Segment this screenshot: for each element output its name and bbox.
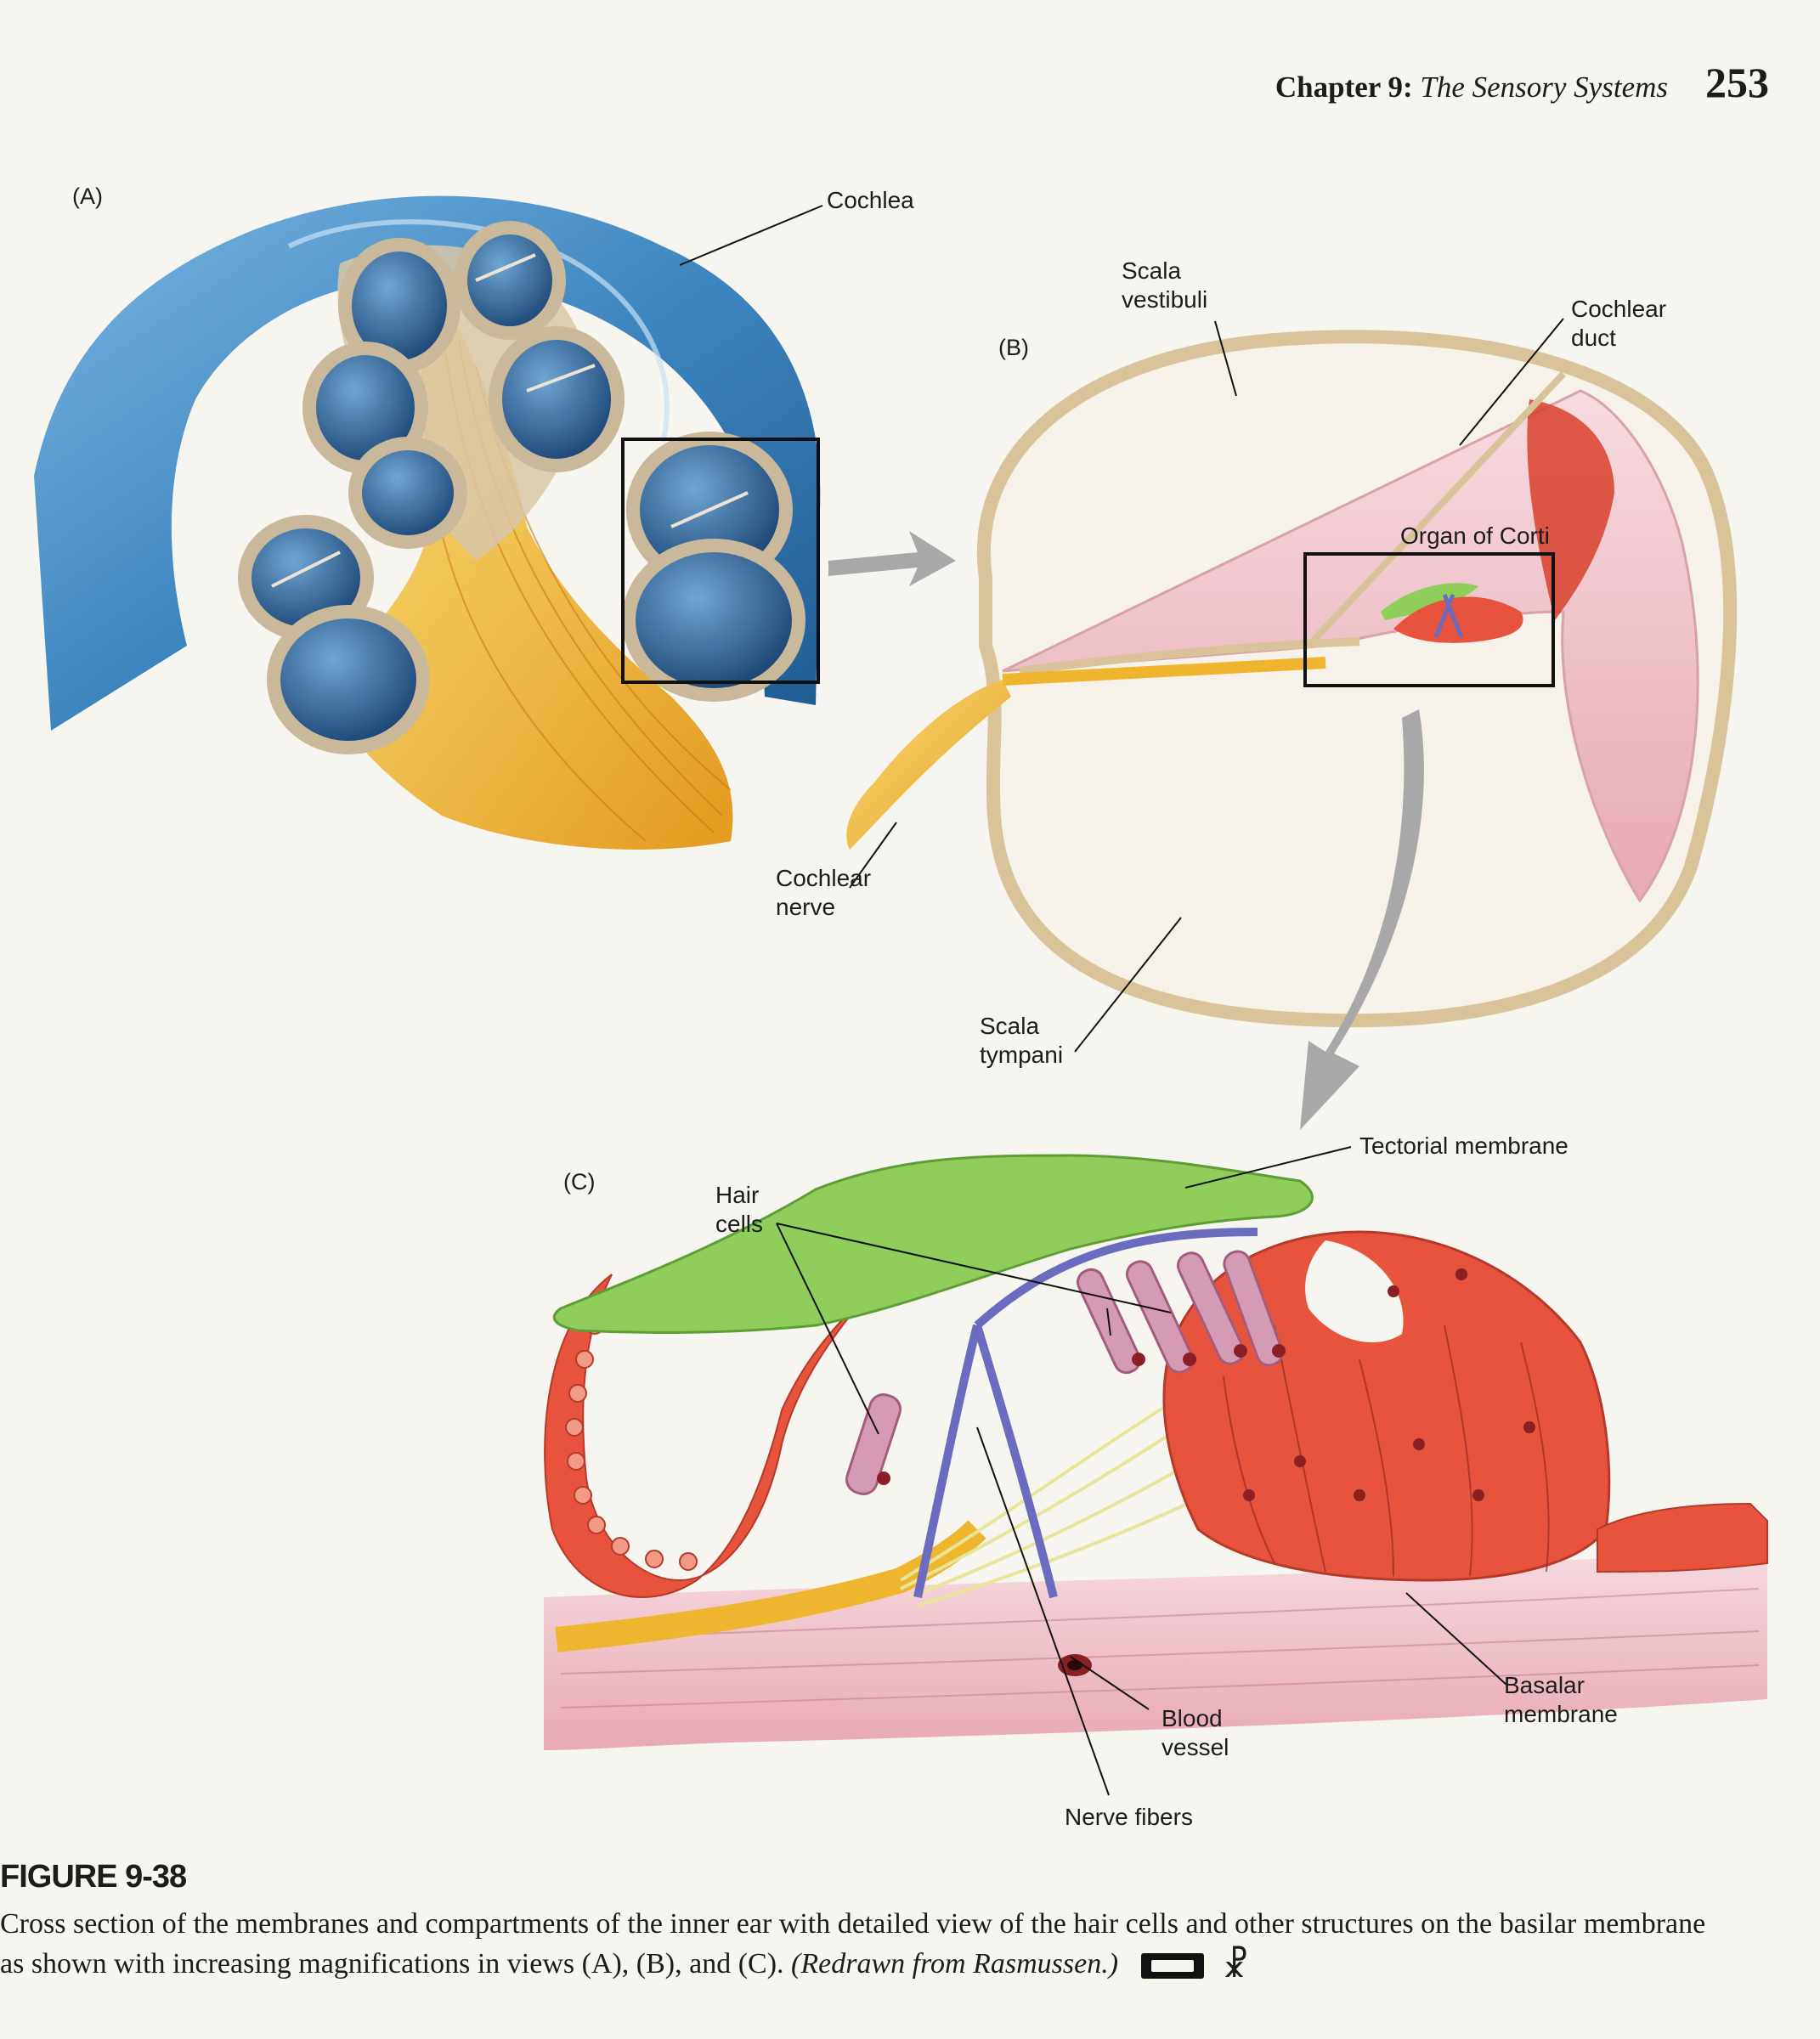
pillar-cells	[913, 1228, 1258, 1599]
claudius-cells	[1597, 1502, 1768, 1573]
page-number: 253	[1705, 59, 1769, 106]
panel-label-c: (C)	[563, 1169, 595, 1195]
panel-b-cross-section: (B) Scala vestibuli Cochlear duct Organ …	[776, 257, 1738, 1130]
label-cochlear-duct-2: duct	[1571, 325, 1616, 351]
panel-label-b: (B)	[998, 335, 1029, 360]
label-nerve-fibers: Nerve fibers	[1065, 1804, 1193, 1830]
video-tape-icon	[1140, 1953, 1204, 1980]
stria-vascularis	[1527, 399, 1614, 620]
label-hair-cells-1: Hair	[715, 1182, 759, 1208]
caption-icons: ☧	[1140, 1946, 1249, 1986]
inner-ear-figure: (A) Cochlea (B) Scala vestibuli Cochlear…	[34, 184, 1768, 1830]
cochlea-shell	[34, 195, 821, 731]
label-blood-vessel-2: vessel	[1162, 1734, 1229, 1760]
panel-label-a: (A)	[72, 184, 103, 209]
zoom-box-b	[1303, 552, 1555, 687]
reissners-membrane	[1306, 371, 1566, 648]
running-header: Chapter 9: The Sensory Systems 253	[1275, 58, 1769, 107]
caption-text: Cross section of the membranes and compa…	[0, 1904, 1733, 1984]
caption-body: Cross section of the membranes and compa…	[0, 1908, 1706, 1980]
running-head: Chapter 9: The Sensory Systems	[1275, 71, 1668, 104]
label-scala-vestibuli-2: vestibuli	[1122, 286, 1207, 313]
label-cochlea: Cochlea	[827, 187, 914, 213]
nerve-bundle-c	[555, 1520, 986, 1652]
organ-of-corti-small	[1381, 583, 1523, 643]
label-tectorial-membrane: Tectorial membrane	[1359, 1132, 1568, 1159]
zoom-arrow-b-to-c	[1300, 709, 1424, 1130]
caption-credit: (Redrawn from Rasmussen.)	[791, 1948, 1119, 1980]
label-basalar-membrane-1: Basalar	[1504, 1672, 1585, 1698]
running-figure-icon: ☧	[1222, 1946, 1249, 1986]
tunnel-space	[1305, 1240, 1404, 1342]
tectorial-membrane-shape	[552, 1154, 1314, 1334]
label-scala-vestibuli-1: Scala	[1122, 257, 1181, 284]
label-blood-vessel-1: Blood	[1162, 1705, 1223, 1731]
label-scala-tympani-2: tympani	[980, 1042, 1063, 1068]
zoom-box-a	[621, 438, 820, 684]
label-cochlear-nerve-1: Cochlear	[776, 865, 871, 891]
label-scala-tympani-1: Scala	[980, 1013, 1039, 1039]
supporting-cells-hensen	[1162, 1230, 1611, 1582]
panel-a-cochlea: (A) Cochlea	[34, 184, 956, 850]
label-organ-of-corti: Organ of Corti	[1400, 522, 1550, 549]
label-basalar-membrane-2: membrane	[1504, 1701, 1618, 1727]
figure-label: FIGURE 9-38	[0, 1859, 187, 1895]
cochlear-chambers	[238, 221, 805, 754]
label-hair-cells-2: cells	[715, 1211, 763, 1237]
figure-caption: FIGURE 9-38 Cross section of the membran…	[0, 1859, 1733, 1984]
cochlear-nerve-b	[846, 680, 1011, 850]
panel-c-organ-of-corti: (C) Tectorial membrane Hair cells Blood …	[544, 1132, 1768, 1830]
zoom-arrow-a-to-b	[828, 531, 956, 586]
label-cochlear-nerve-2: nerve	[776, 894, 835, 920]
label-cochlear-duct-1: Cochlear	[1571, 296, 1666, 322]
